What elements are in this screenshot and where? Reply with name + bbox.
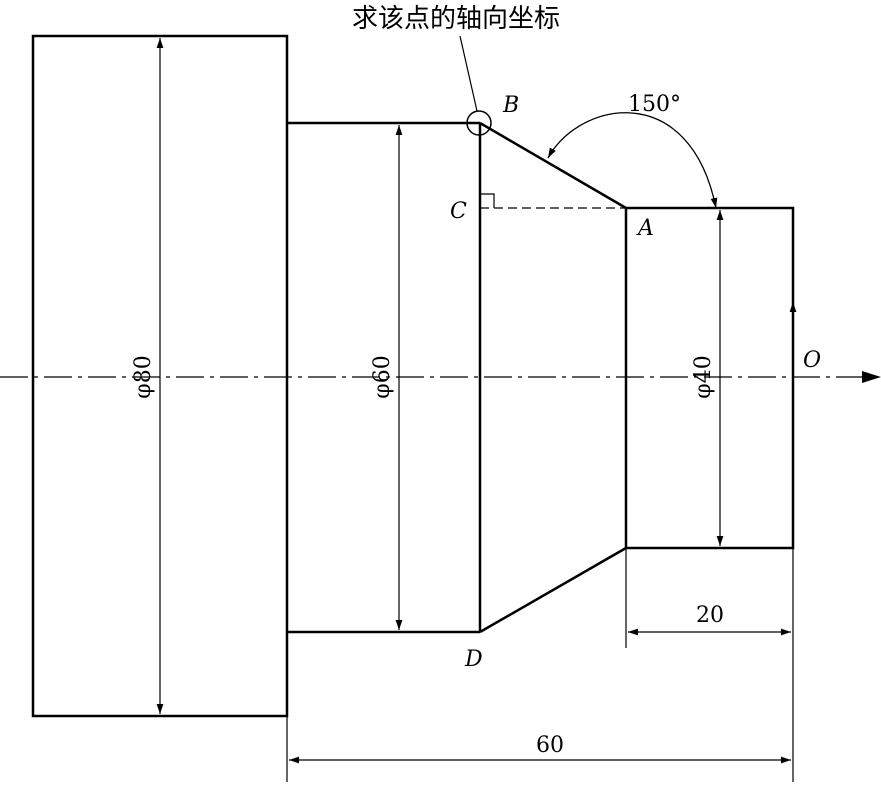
right-angle-mark (480, 193, 495, 208)
axis-arrow-head (862, 371, 881, 383)
point-b-circle (466, 110, 492, 136)
angle-arc (547, 112, 718, 209)
annotation-text: 求该点的轴向坐标 (352, 4, 560, 34)
label-point-b: B (502, 93, 519, 118)
label-dim-20: 20 (696, 603, 724, 628)
label-phi60: φ60 (370, 355, 395, 398)
taper-bottom-edge (479, 546, 627, 634)
label-point-a: A (636, 216, 654, 241)
taper-top-edge (479, 121, 627, 210)
label-point-d: D (464, 647, 483, 672)
label-point-c: C (450, 199, 467, 224)
annotation-leader (459, 35, 478, 112)
label-phi80: φ80 (131, 355, 156, 398)
large-cylinder (31, 34, 289, 718)
angle-label: 150° (628, 92, 681, 117)
label-dim-60: 60 (536, 733, 564, 758)
label-phi40: φ40 (691, 355, 716, 398)
label-point-o: O (803, 348, 821, 373)
small-cylinder (624, 206, 795, 550)
